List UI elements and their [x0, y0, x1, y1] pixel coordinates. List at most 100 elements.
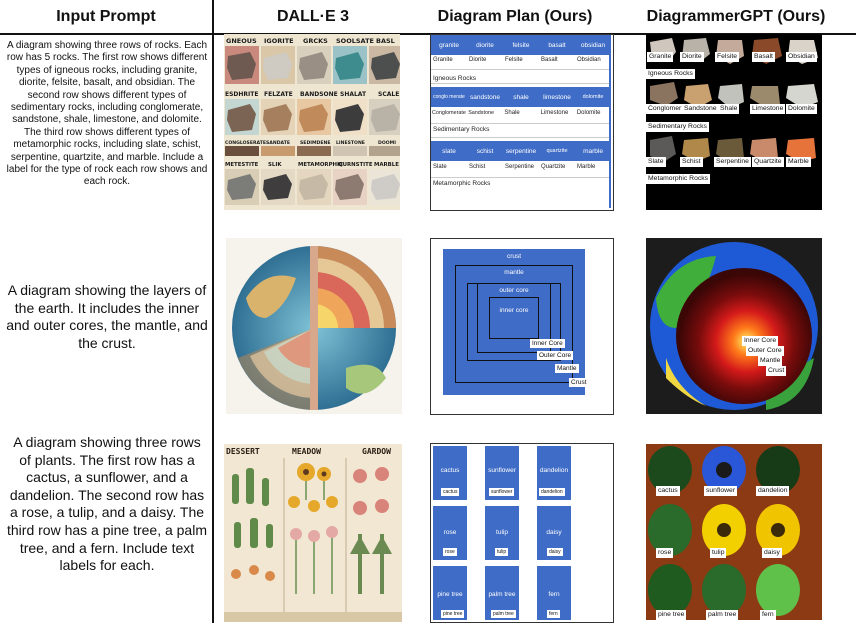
dalle-rock-row2-4: SHALAT [340, 91, 367, 98]
dalle-rock-header-1: GNEOUS [226, 37, 257, 45]
gpt-rock-row3-5: Marble [786, 157, 811, 167]
dalle-rock-row2b-1: CONGLOSERATE [225, 140, 266, 146]
plan-rocks: granite diorite felsite basalt obsidian … [430, 34, 614, 211]
plan-sed-2: sandstone [470, 93, 500, 101]
dalle-rock-row2b-5: DOOMI [378, 140, 396, 146]
plan-sed-label-2: Sandstone [468, 110, 494, 116]
plan-mantle-text: mantle [504, 268, 524, 276]
plan-plant-7: pine tree [437, 590, 463, 598]
plan-meta-2: schist [476, 147, 494, 155]
gpt-plant-label-6: daisy [762, 548, 782, 558]
gpt-plant-label-1: cactus [656, 486, 680, 496]
plan-plant-4: rose [443, 528, 457, 536]
plan-sed-label-1: Conglomerate [432, 110, 466, 116]
plan-earth-label-inner-core: Inner Core [530, 339, 565, 348]
plan-igneous-3: felsite [512, 41, 530, 49]
plan-sed-label-3: Shale [504, 110, 520, 116]
header-dalle: DALL·E 3 [277, 8, 349, 25]
plan-igneous-2: diorite [476, 41, 494, 49]
plan-plant-8: palm tree [488, 590, 516, 598]
gpt-earth-image: Inner Core Outer Core Mantle Crust [646, 238, 822, 414]
plan-plant-label-9: fern [547, 610, 560, 618]
gpt-rock-row2-2: Sandstone [682, 104, 719, 114]
prompt-rocks: A diagram showing three rows of rocks. E… [6, 40, 208, 188]
dalle-rock-row3-5: MARBLE [374, 162, 399, 168]
plan-plant-label-7: pine tree [441, 610, 465, 618]
plan-meta-title: Metamorphic Rocks [433, 180, 491, 187]
plan-plant-1: cactus [440, 466, 460, 474]
gpt-rock-row2-4: Limestone [750, 104, 786, 114]
header-plan: Diagram Plan (Ours) [437, 8, 593, 25]
gpt-rock-row3-2: Schist [680, 157, 703, 167]
dalle-rock-row2-3: BANDSONE [300, 91, 338, 98]
gpt-rock-row1-5: Obsidian [786, 52, 817, 62]
dalle-rock-header-4: SOOLSATE [336, 37, 374, 45]
dalle-rock-row2b-3: SEDIMDENE [300, 140, 330, 146]
plan-sed-3: shale [513, 93, 529, 101]
header-input-prompt: Input Prompt [56, 8, 156, 25]
plan-plant-label-2: sunflower [489, 488, 515, 496]
plan-plant-label-8: palm tree [491, 610, 516, 618]
gpt-plant-label-2: sunflower [704, 486, 738, 496]
plan-earth-label-outer-core: Outer Core [537, 351, 574, 360]
gpt-earth-label-outer-core: Outer Core [746, 346, 784, 356]
plan-meta-label-2: Schist [469, 164, 486, 170]
plan-meta-1: slate [442, 147, 456, 155]
plan-plant-label-1: cactus [441, 488, 460, 496]
plan-plant-3: dandelion [539, 466, 569, 474]
dalle-rock-row2-2: FELZATE [264, 91, 293, 98]
gpt-rock-row2-3: Shale [718, 104, 740, 114]
gpt-plant-label-3: dandelion [756, 486, 790, 496]
plan-igneous-label-3: Felsite [505, 57, 523, 63]
gpt-rock-row1-2: Diorite [680, 52, 704, 62]
dalle-rock-row2b-2: SANDATE [266, 140, 290, 146]
plan-igneous-label-1: Granite [433, 57, 453, 63]
dalle-rock-header-2: IGORITE [264, 37, 294, 45]
plan-plant-2: sunflower [488, 466, 516, 474]
plan-meta-label-3: Serpentine [505, 164, 535, 170]
dalle-rock-row3-1: METESTITE [225, 162, 259, 168]
header-divider [0, 33, 856, 35]
dalle-rock-header-3: GRCKS [303, 37, 328, 45]
dalle-rocks-image: GNEOUS IGORITE GRCKS SOOLSATE BASL ESDHR… [224, 34, 400, 210]
gpt-earth-label-mantle: Mantle [758, 356, 783, 366]
plan-plant-label-3: dandelion [539, 488, 565, 496]
dalle-rock-row3-4: QURNSTITE [338, 162, 373, 168]
dalle-rock-row3-3: METAMORPHIC [298, 162, 343, 168]
plan-sed-4: limestone [543, 93, 571, 101]
plan-sed-label-4: Limestone [540, 110, 569, 116]
plan-plant-6: daisy [546, 528, 562, 536]
dalle-rock-row2-5: SCALE [378, 91, 399, 98]
plan-earth-label-mantle: Mantle [555, 364, 579, 373]
gpt-earth-label-inner-core: Inner Core [742, 336, 779, 346]
plan-plant-label-5: tulip [495, 548, 509, 556]
gpt-rocks-image: Granite Diorite Felsite Basalt Obsidian … [646, 34, 822, 210]
plan-igneous-title: Igneous Rocks [433, 75, 476, 82]
gpt-rock-row1-3: Felsite [715, 52, 740, 62]
plan-igneous-label-5: Obsidian [577, 57, 601, 63]
dalle-rock-row2b-4: LINESTONE [336, 140, 365, 146]
plan-igneous-label-2: Diorite [469, 57, 487, 63]
gpt-plants-image: cactus sunflower dandelion rose tulip da… [646, 444, 822, 620]
gpt-plant-label-5: tulip [710, 548, 727, 558]
header-gpt: DiagrammerGPT (Ours) [646, 8, 826, 25]
plan-outer-core-text: outer core [499, 286, 529, 294]
dalle-plant-header-1: DESSERT [226, 447, 260, 456]
dalle-rock-row2-1: ESDHRITE [225, 91, 258, 98]
plan-sed-title: Sedimentary Rocks [433, 126, 490, 133]
plan-sed-5: dolomite [582, 94, 604, 100]
gpt-rock-row2-1: Conglomer [646, 104, 688, 114]
plan-meta-label-5: Marble [577, 164, 596, 170]
gpt-rock-row3-4: Quartzite [752, 157, 784, 167]
gpt-rock-row3-3: Serpentine [714, 157, 751, 167]
plan-inner-core-text: inner core [499, 307, 529, 314]
plan-sed-1: conglo merate [433, 94, 465, 100]
plan-meta-4: quartzite [546, 148, 568, 154]
dalle-earth-image [226, 238, 402, 414]
plan-plant-label-4: rose [443, 548, 457, 556]
gpt-rock-row1-1: Granite [647, 52, 674, 62]
plan-igneous-1: granite [439, 41, 459, 49]
gpt-rock-row1-4: Basalt [752, 52, 775, 62]
plan-meta-3: serpentine [505, 147, 537, 155]
plan-plant-9: fern [548, 590, 560, 598]
